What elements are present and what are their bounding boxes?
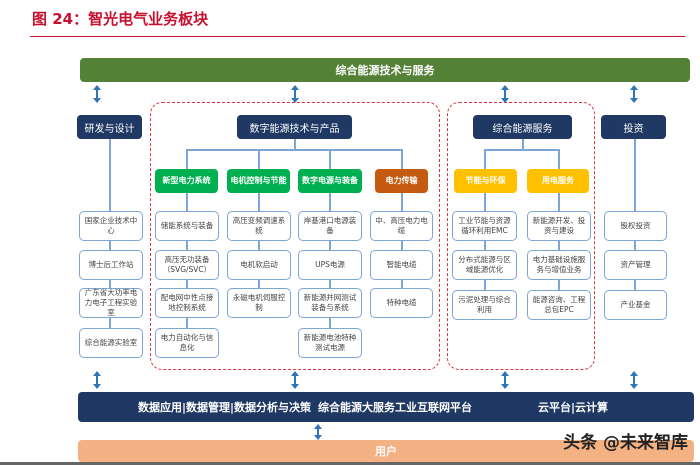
- platform-left: 数据应用|数据管理|数据分析与决策: [138, 401, 312, 414]
- leaf: 岸基港口电源装备: [298, 211, 362, 241]
- arrow: [93, 85, 101, 103]
- header-service: 综合能源服务: [473, 115, 572, 139]
- arrow: [501, 371, 509, 389]
- top-bar: 综合能源技术与服务: [80, 58, 690, 82]
- sub-motor-control: 电机控制与节能: [227, 169, 290, 193]
- arrow: [314, 424, 322, 440]
- users-bar: 用户: [78, 440, 694, 462]
- leaf: 新能源电池特种测试电源: [298, 328, 362, 358]
- arrow: [93, 371, 101, 389]
- title-divider: [30, 36, 685, 37]
- connector: [522, 139, 524, 149]
- bottom-edge: [0, 462, 700, 465]
- leaf: 广东省大功率电力电子工程实验室: [79, 288, 143, 318]
- sub-power-transmission: 电力传输: [375, 169, 428, 193]
- sub-digital-power: 数字电源与装备: [298, 169, 362, 193]
- leaf: 电力基础设施服务与增值业务: [527, 250, 591, 280]
- leaf: 资产管理: [604, 250, 667, 280]
- leaf: 新能源并网测试装备与系统: [298, 288, 362, 318]
- leaf: UPS电源: [298, 250, 362, 280]
- leaf: 产业基金: [604, 290, 667, 320]
- leaf: 污泥处理与综合利用: [452, 290, 517, 320]
- leaf: 博士后工作站: [79, 250, 143, 280]
- service-group-border: [447, 102, 595, 370]
- connector: [294, 139, 296, 149]
- leaf: 智能电缆: [370, 250, 433, 280]
- digital-group-border: [150, 102, 440, 370]
- leaf: 高压无功装备（SVG/SVC）: [155, 250, 219, 280]
- leaf: 配电网中性点接地控制系统: [155, 288, 219, 318]
- leaf: 特种电缆: [370, 288, 433, 318]
- platform-right: 云平台|云计算: [538, 401, 609, 414]
- leaf: 电力自动化与信息化: [155, 328, 219, 358]
- header-rd: 研发与设计: [77, 115, 142, 139]
- figure-title: 图 24：智光电气业务板块: [32, 10, 209, 28]
- platform-bar: 数据应用|数据管理|数据分析与决策 综合能源大服务工业互联网平台 云平台|云计算: [78, 392, 694, 422]
- connector: [186, 149, 402, 151]
- leaf: 股权投资: [604, 211, 667, 241]
- connector: [109, 139, 111, 349]
- sub-power-system: 新型电力系统: [155, 169, 218, 193]
- watermark: 头条 @未来智库: [563, 433, 688, 453]
- platform-center: 综合能源大服务工业互联网平台: [318, 401, 472, 414]
- connector: [329, 149, 331, 344]
- leaf: 中、高压电力电缆: [370, 211, 433, 241]
- leaf: 综合能源实验室: [79, 328, 143, 358]
- leaf: 高压变频调速系统: [227, 211, 291, 241]
- arrow: [291, 85, 299, 103]
- leaf: 能源咨询、工程总包EPC: [527, 290, 591, 320]
- arrow: [630, 85, 638, 103]
- header-digital: 数字能源技术与产品: [237, 115, 352, 139]
- leaf: 电机软启动: [227, 250, 291, 280]
- leaf: 国家企业技术中心: [79, 211, 143, 241]
- leaf: 分布式能源与区域能源优化: [452, 250, 517, 280]
- leaf: 新能源开发、投资与建设: [527, 211, 591, 241]
- leaf: 储能系统与装备: [155, 211, 219, 241]
- arrow: [501, 85, 509, 103]
- leaf: 工业节能与资源循环利用EMC: [452, 211, 517, 241]
- connector: [484, 149, 559, 151]
- connector: [186, 149, 188, 344]
- arrow: [630, 371, 638, 389]
- sub-energy-saving: 节能与环保: [454, 169, 517, 193]
- leaf: 永磁电机伺服控制: [227, 288, 291, 318]
- sub-power-service: 用电服务: [527, 169, 589, 193]
- header-invest: 投资: [601, 115, 666, 139]
- arrow: [291, 371, 299, 389]
